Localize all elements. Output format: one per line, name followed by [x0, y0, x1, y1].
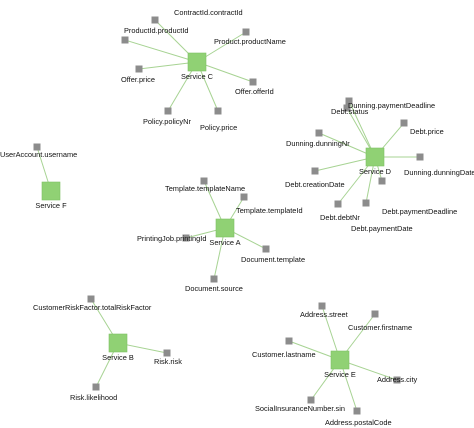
- attribute-label: Debt.status: [331, 107, 369, 116]
- attribute-label: Debt.price: [410, 127, 444, 136]
- attribute-node[interactable]: [163, 349, 171, 357]
- attribute-node[interactable]: [307, 396, 315, 404]
- service-node-a[interactable]: [215, 218, 235, 238]
- attribute-node[interactable]: [262, 245, 270, 253]
- attribute-node[interactable]: [92, 383, 100, 391]
- attribute-label: Debt.creationDate: [285, 180, 345, 189]
- service-label-a: Service A: [209, 238, 240, 247]
- attribute-label: Product.productName: [214, 37, 286, 46]
- attribute-node[interactable]: [164, 107, 172, 115]
- attribute-label: Debt.debtNr: [320, 213, 360, 222]
- attribute-node[interactable]: [121, 36, 129, 44]
- attribute-node[interactable]: [151, 16, 159, 24]
- attribute-node[interactable]: [182, 234, 190, 242]
- attribute-node[interactable]: [353, 407, 361, 415]
- attribute-node[interactable]: [362, 199, 370, 207]
- attribute-label: Template.templateName: [165, 184, 245, 193]
- attribute-node[interactable]: [334, 200, 342, 208]
- attribute-node[interactable]: [371, 310, 379, 318]
- service-node-f[interactable]: [41, 181, 61, 201]
- attribute-node[interactable]: [378, 177, 386, 185]
- attribute-node[interactable]: [33, 143, 41, 151]
- attribute-label: Document.source: [185, 284, 243, 293]
- attribute-label: Document.template: [241, 255, 305, 264]
- attribute-label: Policy.policyNr: [143, 117, 191, 126]
- edge-e-e4: [339, 359, 398, 381]
- attribute-node[interactable]: [345, 97, 353, 105]
- attribute-node[interactable]: [400, 119, 408, 127]
- attribute-label: Customer.lastname: [252, 350, 316, 359]
- attribute-label: Debt.paymentDate: [351, 224, 413, 233]
- attribute-node[interactable]: [416, 153, 424, 161]
- attribute-label: CustomerRiskFactor.totalRiskFactor: [33, 303, 152, 312]
- service-node-c[interactable]: [187, 52, 207, 72]
- attribute-label: Risk.risk: [154, 357, 182, 366]
- attribute-label: Risk.likelihood: [70, 393, 117, 402]
- edge-d-d1: [348, 100, 376, 158]
- edge-c-c4: [138, 61, 198, 70]
- attribute-node[interactable]: [210, 275, 218, 283]
- attribute-label: Customer.firstname: [348, 323, 412, 332]
- labels-layer: ContractId.contractIdProductId.productId…: [0, 8, 474, 427]
- attribute-label: PrintingJob.printingId: [137, 234, 206, 243]
- attribute-label: Debt.paymentDeadline: [382, 207, 457, 216]
- attribute-node[interactable]: [318, 302, 326, 310]
- attribute-node[interactable]: [135, 65, 143, 73]
- attribute-label: ContractId.contractId: [174, 8, 243, 17]
- service-label-b: Service B: [102, 353, 134, 362]
- attribute-label: Dunning.dunningDate: [404, 168, 474, 177]
- edge-c-c5: [196, 61, 254, 83]
- attribute-label: Policy.price: [200, 123, 237, 132]
- attribute-node[interactable]: [242, 28, 250, 36]
- service-node-d[interactable]: [365, 147, 385, 167]
- attribute-node[interactable]: [249, 78, 257, 86]
- attribute-label: Dunning.dunningNr: [286, 139, 350, 148]
- edge-c-c2: [124, 39, 198, 63]
- attribute-node[interactable]: [87, 295, 95, 303]
- edges-layer: [36, 19, 420, 412]
- edge-d-d4: [318, 132, 376, 158]
- attribute-label: SocialInsuranceNumber.sin: [255, 404, 345, 413]
- attribute-node[interactable]: [200, 177, 208, 185]
- service-label-e: Service E: [324, 370, 356, 379]
- attribute-label: Offer.offerId: [235, 87, 274, 96]
- attribute-label: Address.postalCode: [325, 418, 392, 427]
- service-label-f: Service F: [35, 201, 67, 210]
- attribute-label: ProductId.productId: [124, 26, 189, 35]
- attribute-label: UserAccount.username: [0, 150, 77, 159]
- attribute-label: Offer.price: [121, 75, 155, 84]
- attribute-node[interactable]: [315, 129, 323, 137]
- service-label-d: Service D: [359, 167, 391, 176]
- attribute-label: Address.city: [377, 375, 418, 384]
- attribute-node[interactable]: [343, 104, 351, 112]
- attribute-node[interactable]: [240, 193, 248, 201]
- edge-d-d6: [314, 156, 376, 172]
- attribute-label: Template.templateId: [236, 206, 303, 215]
- attribute-node[interactable]: [214, 107, 222, 115]
- service-label-c: Service C: [181, 72, 214, 81]
- attribute-node[interactable]: [393, 376, 401, 384]
- attribute-label: Dunning.paymentDeadline: [348, 101, 435, 110]
- nodes-layer: [33, 16, 424, 415]
- attribute-node[interactable]: [285, 337, 293, 345]
- attribute-label: Address.street: [300, 310, 348, 319]
- attribute-node[interactable]: [311, 167, 319, 175]
- service-node-b[interactable]: [108, 333, 128, 353]
- service-node-e[interactable]: [330, 350, 350, 370]
